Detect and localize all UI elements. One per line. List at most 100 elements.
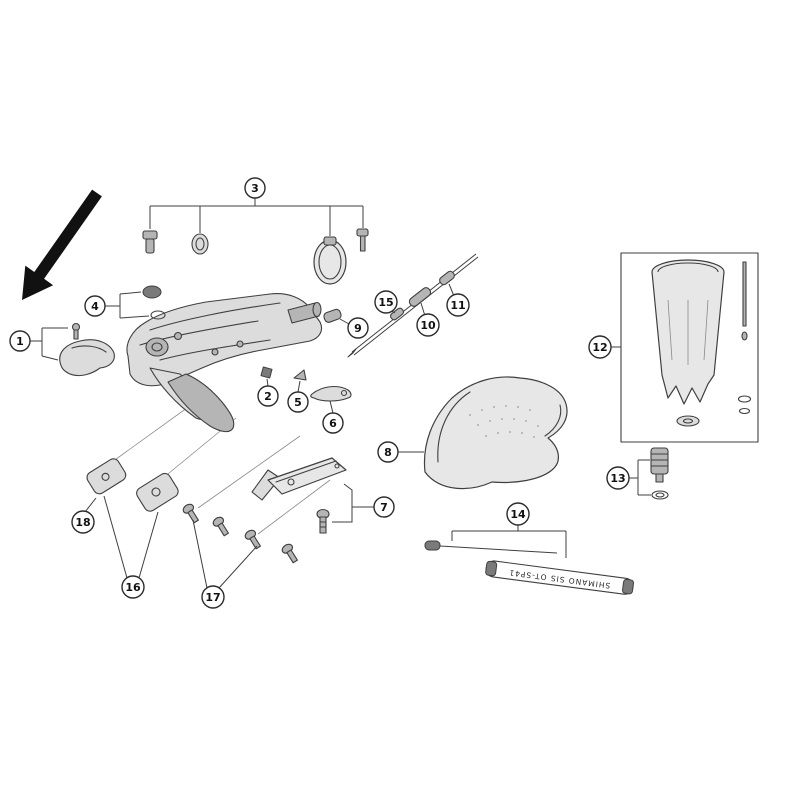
callout-8-number: 8 (384, 446, 392, 459)
callout-16-circle (121, 575, 145, 599)
callout-3-number: 3 (251, 182, 259, 195)
part-6-lever-arm (310, 385, 352, 402)
part-group-7 (251, 457, 347, 534)
part-10-ferrule (408, 287, 432, 307)
callout-5: 5 (287, 391, 309, 413)
callout-2: 2 (257, 385, 279, 407)
name-plate (267, 457, 347, 495)
part-15-ferrule (389, 307, 405, 321)
callout-18: 18 (71, 510, 95, 534)
housing-cap-right (621, 578, 634, 595)
callout-13-circle (606, 466, 630, 490)
callout-8: 8 (377, 441, 399, 463)
callout-2-circle (257, 385, 279, 407)
callout-13-number: 13 (610, 472, 625, 485)
spring-pin (737, 261, 752, 415)
part-13-barrel-adjuster (650, 447, 669, 500)
callout-11-circle (446, 293, 470, 317)
part-lever-cap (59, 322, 115, 377)
callout-6-circle (322, 412, 344, 434)
callout-1-circle (9, 330, 31, 352)
callout-9-number: 9 (354, 322, 362, 335)
bolt-body (145, 238, 155, 254)
callout-17: 17 (201, 585, 225, 609)
callout-5-circle (287, 391, 309, 413)
part-12-boot-unit (620, 252, 759, 443)
small-screw-shaft (73, 329, 79, 340)
clamp-screw (182, 503, 199, 524)
part-main-lever-body (126, 293, 323, 433)
callout-14-number: 14 (510, 508, 526, 521)
callout-9: 9 (347, 317, 369, 339)
cable-rod-assembly (347, 253, 479, 358)
callout-1-number: 1 (16, 335, 24, 348)
part-group-4 (142, 285, 166, 320)
screw-shaft (359, 235, 366, 252)
pointer-arrow (22, 189, 102, 300)
part-14-cable: SHIMANO SIS OT-SP41 (424, 540, 634, 595)
clamp-band (313, 236, 347, 285)
part-13-ring (651, 490, 669, 500)
callout-9-circle (347, 317, 369, 339)
callout-15: 15 (374, 290, 398, 314)
callout-14-circle (506, 502, 530, 526)
callout-5-number: 5 (294, 396, 302, 409)
body-screw (236, 340, 244, 348)
washer (191, 233, 209, 255)
callout-18-circle (71, 510, 95, 534)
callout-12-number: 12 (592, 341, 607, 354)
callout-4: 4 (84, 295, 106, 317)
callout-17-number: 17 (205, 591, 220, 604)
housing-label: SHIMANO SIS OT-SP41 (508, 568, 611, 590)
clamp-screw (244, 529, 261, 550)
callout-7: 7 (373, 496, 395, 518)
adjuster-dial (145, 337, 169, 357)
part-9-cylinder (323, 308, 342, 323)
housing-cap-left (485, 560, 498, 577)
callout-6: 6 (322, 412, 344, 434)
callout-13: 13 (606, 466, 630, 490)
screw-head (356, 228, 369, 237)
part-8-hood-cover (423, 376, 568, 490)
rubber-cap (142, 285, 162, 299)
callout-6-number: 6 (329, 417, 337, 430)
part-group-3 (142, 228, 369, 285)
callout-10: 10 (416, 313, 440, 337)
leader-lines (30, 198, 651, 589)
callout-8-circle (377, 441, 399, 463)
part-16-band-plate (136, 472, 179, 512)
callout-10-circle (416, 313, 440, 337)
cable-end-barrel (424, 540, 441, 551)
callout-10-number: 10 (420, 319, 436, 332)
callout-1: 1 (9, 330, 31, 352)
callout-16-number: 16 (125, 581, 141, 594)
callout-17-circle (201, 585, 225, 609)
callout-11: 11 (446, 293, 470, 317)
rod-tip (347, 348, 357, 358)
callout-12: 12 (588, 335, 612, 359)
callout-11-number: 11 (450, 299, 465, 312)
callout-2-number: 2 (264, 390, 272, 403)
callout-7-number: 7 (380, 501, 388, 514)
plate-screw-shaft (319, 516, 327, 534)
callout-16: 16 (121, 575, 145, 599)
callout-3: 3 (244, 177, 266, 199)
callout-14: 14 (506, 502, 530, 526)
callout-7-circle (373, 496, 395, 518)
boot-washer (676, 415, 700, 427)
part-11-ferrule (439, 270, 455, 286)
bolt-head (142, 230, 158, 240)
clamp-screw (212, 516, 229, 537)
outer-housing: SHIMANO SIS OT-SP41 (485, 560, 634, 595)
callout-3-circle (244, 177, 266, 199)
callout-4-number: 4 (91, 300, 99, 313)
clamp-screw (281, 543, 298, 564)
part-2-block (260, 366, 273, 379)
part-group-clamp (86, 458, 298, 564)
body-screw (173, 331, 183, 341)
body-screw (211, 348, 219, 356)
inner-cable (439, 545, 558, 554)
callout-12-circle (588, 335, 612, 359)
